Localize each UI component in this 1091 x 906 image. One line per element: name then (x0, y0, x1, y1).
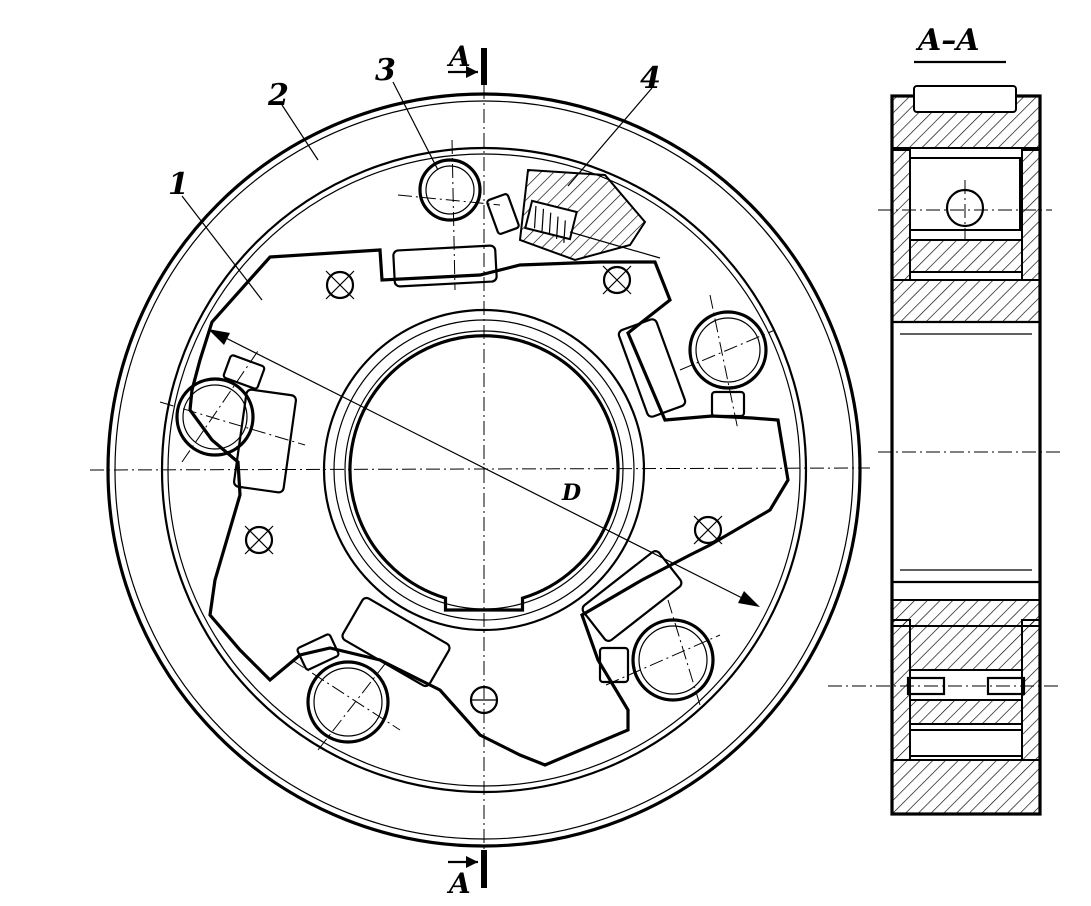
section-side-plate-tr (1021, 149, 1041, 281)
roller-left (175, 377, 255, 457)
roller-bottom-left (306, 660, 390, 744)
arrow-right-icon (466, 66, 478, 78)
section-hub-bottom (909, 625, 1023, 671)
arrow-head-icon (738, 591, 760, 607)
part-label-4: 4 (640, 61, 661, 96)
leader-part2 (281, 104, 319, 161)
diameter-dimension-line (209, 329, 759, 607)
section-label-bottom: A (446, 867, 471, 900)
spring-coil (524, 199, 578, 241)
spring-holder-top (392, 244, 498, 288)
section-side-plate-tl (891, 149, 911, 281)
section-roller-pocket-bottom (909, 729, 1023, 757)
horizontal-centerline (89, 467, 871, 471)
roller-left-inner (182, 384, 248, 450)
section-mark-bottom: A (446, 850, 487, 900)
diameter-label: D (561, 480, 581, 506)
section-view-title: A–A (915, 23, 980, 58)
part-label-1: 1 (168, 167, 189, 202)
leader-part3 (392, 81, 439, 171)
roller-bottom-left-inner (313, 667, 383, 737)
plunger-bottom-left (296, 633, 340, 671)
part-label-3: 3 (375, 53, 396, 88)
spring-holder-right (617, 318, 687, 418)
roller-bottom-right (631, 618, 715, 702)
section-inner-top (891, 279, 1041, 323)
plunger-top (486, 193, 520, 235)
section-hub-bottom-2 (909, 699, 1023, 725)
roller-right-inner (695, 317, 761, 383)
section-bottom-ring (891, 759, 1041, 815)
section-mark-top: A (446, 40, 487, 85)
part-label-2: 2 (267, 78, 289, 113)
arrow-head-icon (208, 329, 230, 345)
section-top-key (913, 85, 1017, 113)
fixing-screws (244, 265, 723, 715)
spring-section-part4 (518, 168, 661, 262)
section-screw-pocket (909, 669, 1023, 701)
section-view: A–A (828, 23, 1060, 816)
roller-centerlines (159, 139, 776, 751)
roller-right (688, 310, 768, 390)
spring-holder-bottom-left (341, 596, 451, 688)
roller-top (418, 158, 482, 222)
section-hub-top (909, 239, 1023, 273)
plunger-right (710, 390, 746, 418)
star-plate-outline (188, 248, 790, 767)
front-view: A A D 1 2 3 4 (89, 40, 871, 900)
plunger-left (222, 354, 266, 390)
section-label-top: A (446, 40, 471, 73)
leader-part4 (567, 87, 653, 187)
spring-holder-bottom-right (581, 550, 683, 642)
leader-part1 (181, 195, 263, 301)
section-inner-bottom (891, 599, 1041, 627)
roller-bottom-right-inner (638, 625, 708, 695)
roller-top-inner (425, 165, 475, 215)
hub-bore-with-keyway (348, 334, 620, 612)
arrow-right-icon (466, 856, 478, 868)
